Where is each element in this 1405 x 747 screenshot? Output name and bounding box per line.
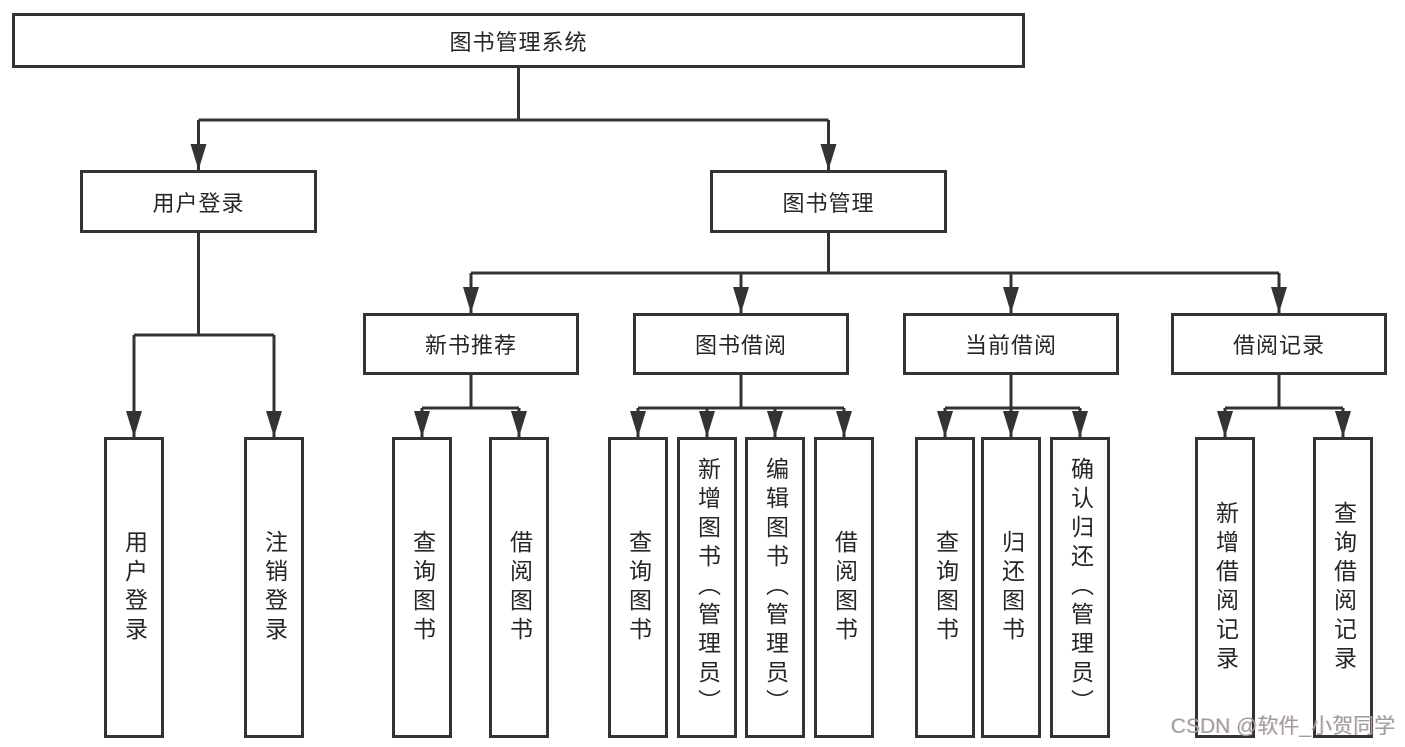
leaf-user-login: 用户登录 bbox=[104, 437, 164, 738]
node-current-borrow: 当前借阅 bbox=[903, 313, 1119, 375]
node-user-login-label: 用户登录 bbox=[152, 190, 245, 216]
node-current-borrow-label: 当前借阅 bbox=[964, 333, 1057, 358]
leaf-recommend-borrow-books-label: 借阅图书 bbox=[506, 529, 533, 646]
leaf-query-borrow-record: 查询借阅记录 bbox=[1313, 437, 1373, 738]
leaf-borrow-books-label: 借阅图书 bbox=[831, 529, 858, 646]
leaf-current-query-books: 查询图书 bbox=[915, 437, 975, 738]
leaf-recommend-query-books: 查询图书 bbox=[392, 437, 452, 738]
leaf-return-books-label: 归还图书 bbox=[998, 529, 1025, 646]
edges-current-borrow bbox=[937, 375, 1088, 437]
edges-root bbox=[190, 68, 837, 170]
edges-book-management bbox=[463, 233, 1287, 313]
leaf-current-query-books-label: 查询图书 bbox=[932, 529, 959, 646]
node-book-borrow: 图书借阅 bbox=[633, 313, 849, 375]
leaf-add-books-admin-label: 新增图书（管理员） bbox=[694, 457, 721, 718]
edges-borrow-records bbox=[1217, 375, 1351, 437]
leaf-return-books: 归还图书 bbox=[981, 437, 1041, 738]
leaf-recommend-borrow-books: 借阅图书 bbox=[489, 437, 549, 738]
node-new-book-recommend-label: 新书推荐 bbox=[424, 333, 517, 358]
leaf-query-borrow-record-label: 查询借阅记录 bbox=[1330, 500, 1357, 675]
leaf-confirm-return-admin: 确认归还（管理员） bbox=[1050, 437, 1110, 738]
node-borrow-records: 借阅记录 bbox=[1171, 313, 1387, 375]
leaf-logout-login-label: 注销登录 bbox=[261, 529, 288, 646]
leaf-logout-login: 注销登录 bbox=[244, 437, 304, 738]
edges-user-login bbox=[126, 233, 282, 437]
node-book-borrow-label: 图书借阅 bbox=[694, 333, 787, 358]
csdn-watermark: CSDN @软件_小贺同学 bbox=[1170, 715, 1395, 738]
leaf-recommend-query-books-label: 查询图书 bbox=[409, 529, 436, 646]
leaf-borrow-query-books-label: 查询图书 bbox=[625, 529, 652, 646]
leaf-edit-books-admin-label: 编辑图书（管理员） bbox=[762, 457, 789, 718]
node-book-management: 图书管理 bbox=[710, 170, 947, 233]
node-library-system: 图书管理系统 bbox=[12, 13, 1025, 68]
leaf-add-borrow-record-label: 新增借阅记录 bbox=[1212, 500, 1239, 675]
node-library-system-label: 图书管理系统 bbox=[449, 29, 588, 55]
leaf-add-borrow-record: 新增借阅记录 bbox=[1195, 437, 1255, 738]
leaf-borrow-books: 借阅图书 bbox=[814, 437, 874, 738]
node-book-management-label: 图书管理 bbox=[782, 190, 875, 216]
node-user-login: 用户登录 bbox=[80, 170, 317, 233]
leaf-add-books-admin: 新增图书（管理员） bbox=[677, 437, 737, 738]
leaf-user-login-label: 用户登录 bbox=[121, 529, 148, 646]
edges-book-borrow bbox=[630, 375, 852, 437]
leaf-borrow-query-books: 查询图书 bbox=[608, 437, 668, 738]
edges-new-book-recommend bbox=[414, 375, 527, 437]
node-new-book-recommend: 新书推荐 bbox=[363, 313, 579, 375]
leaf-confirm-return-admin-label: 确认归还（管理员） bbox=[1067, 457, 1094, 718]
node-borrow-records-label: 借阅记录 bbox=[1232, 333, 1325, 358]
leaf-edit-books-admin: 编辑图书（管理员） bbox=[745, 437, 805, 738]
